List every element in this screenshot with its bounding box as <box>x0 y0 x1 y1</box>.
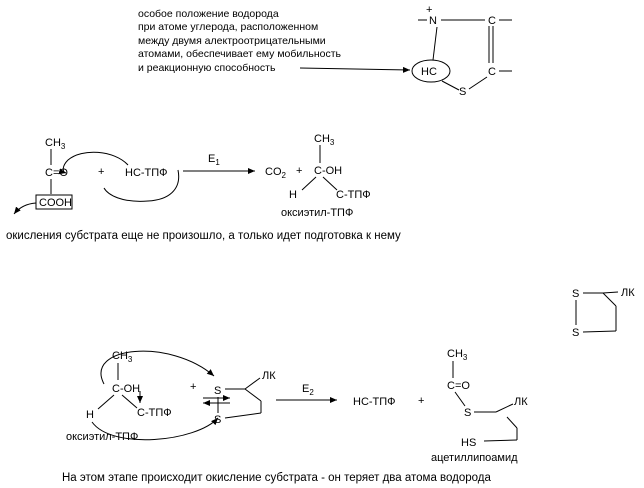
ch3-label: CH3 <box>45 137 66 151</box>
atom-c: C <box>488 15 496 27</box>
hs-label: HS <box>461 437 476 449</box>
atom-hc: HC <box>421 66 437 78</box>
note-line: между двумя алектроотрицательными <box>138 35 326 47</box>
lk-label: ЛК <box>621 287 635 299</box>
lipoamide: S S ЛК <box>203 370 276 426</box>
bond <box>322 176 338 191</box>
step1-caption: окисления субстрата еще не произошло, а … <box>6 230 401 242</box>
ctpf-label: C-ТПФ <box>137 407 172 419</box>
pyruvate: CH3 C=O COOH <box>13 137 73 215</box>
plus-sign: + <box>418 395 424 407</box>
hc-highlight-oval <box>411 59 451 83</box>
lk-label: ЛК <box>262 370 276 382</box>
attack-arrow <box>100 350 215 385</box>
bond <box>468 76 488 90</box>
atom-n: N <box>429 15 437 27</box>
note-line: и реакционную способность <box>138 62 276 74</box>
ch3-label: CH3 <box>447 348 468 362</box>
hc-tpf-label: HC-ТПФ <box>125 167 168 179</box>
atom-s: S <box>214 385 221 397</box>
carbonyl-label: C=O <box>447 380 470 392</box>
carboxyl-box <box>35 194 73 210</box>
bond <box>97 394 115 410</box>
bond <box>432 26 438 61</box>
bond <box>506 416 518 429</box>
bond <box>244 377 261 390</box>
ctpf-label: C-ТПФ <box>336 189 371 201</box>
thiazole-ring: + N C C HC S <box>411 4 512 98</box>
coh-label: C-OH <box>314 165 342 177</box>
hydroxyethyl-tpp-reactant: CH3 C-OH H C-ТПФ оксиэтил-ТПФ <box>66 350 172 443</box>
step2-caption: На этом этапе происходит окисление субст… <box>62 472 492 484</box>
bond <box>483 439 518 442</box>
atom-s: S <box>572 288 579 300</box>
ch3-label: CH3 <box>314 133 335 147</box>
product-name: ацетиллипоамид <box>431 452 518 464</box>
plus-charge: + <box>426 4 432 16</box>
atom-s: S <box>572 327 579 339</box>
plus-sign: + <box>190 381 196 393</box>
bond <box>121 394 138 409</box>
reactant-name: оксиэтил-ТПФ <box>66 431 138 443</box>
plus-sign: + <box>98 166 104 178</box>
enzyme-e2: E2 <box>302 383 314 397</box>
note-arrow <box>299 66 411 73</box>
bond <box>224 412 262 419</box>
bond <box>602 292 617 307</box>
bond <box>495 403 514 413</box>
enzyme-e1: E1 <box>208 153 220 167</box>
attack-arrow-tail <box>103 169 180 202</box>
bond <box>602 291 619 294</box>
lipoic-acid: S S ЛК <box>572 287 635 339</box>
bond <box>454 391 466 407</box>
note-block: особое положение водорода при атоме угле… <box>138 8 342 74</box>
attack-arrow <box>58 151 129 175</box>
note-line: особое положение водорода <box>138 8 279 20</box>
bond <box>244 388 262 402</box>
h-label: H <box>289 189 297 201</box>
lk-label: ЛК <box>514 396 528 408</box>
bond <box>301 176 317 191</box>
co2-label: CO2 <box>265 166 287 180</box>
atom-s: S <box>464 407 471 419</box>
note-line: атомами, обеспечивает ему мобильность <box>138 48 342 60</box>
decarboxylation-arrow <box>13 202 37 215</box>
hc-tpf-label: HC-ТПФ <box>353 396 396 408</box>
atom-c: C <box>488 66 496 78</box>
attack-arrow <box>91 417 219 441</box>
bond <box>582 330 617 333</box>
atom-s: S <box>214 414 221 426</box>
coh-label: C-OH <box>112 383 140 395</box>
product-name: оксиэтил-ТПФ <box>281 207 353 219</box>
atom-s: S <box>459 86 466 98</box>
note-line: при атоме углерода, расположенном <box>138 21 318 33</box>
bond <box>441 80 460 91</box>
h-label: H <box>86 409 94 421</box>
hydroxyethyl-tpp: CH3 C-OH H C-ТПФ оксиэтил-ТПФ <box>281 133 371 219</box>
carboxyl-label: COOH <box>39 197 72 209</box>
plus-sign: + <box>296 165 302 177</box>
acetyllipoamide: CH3 C=O S ЛК HS ацетиллипоамид <box>431 348 528 464</box>
